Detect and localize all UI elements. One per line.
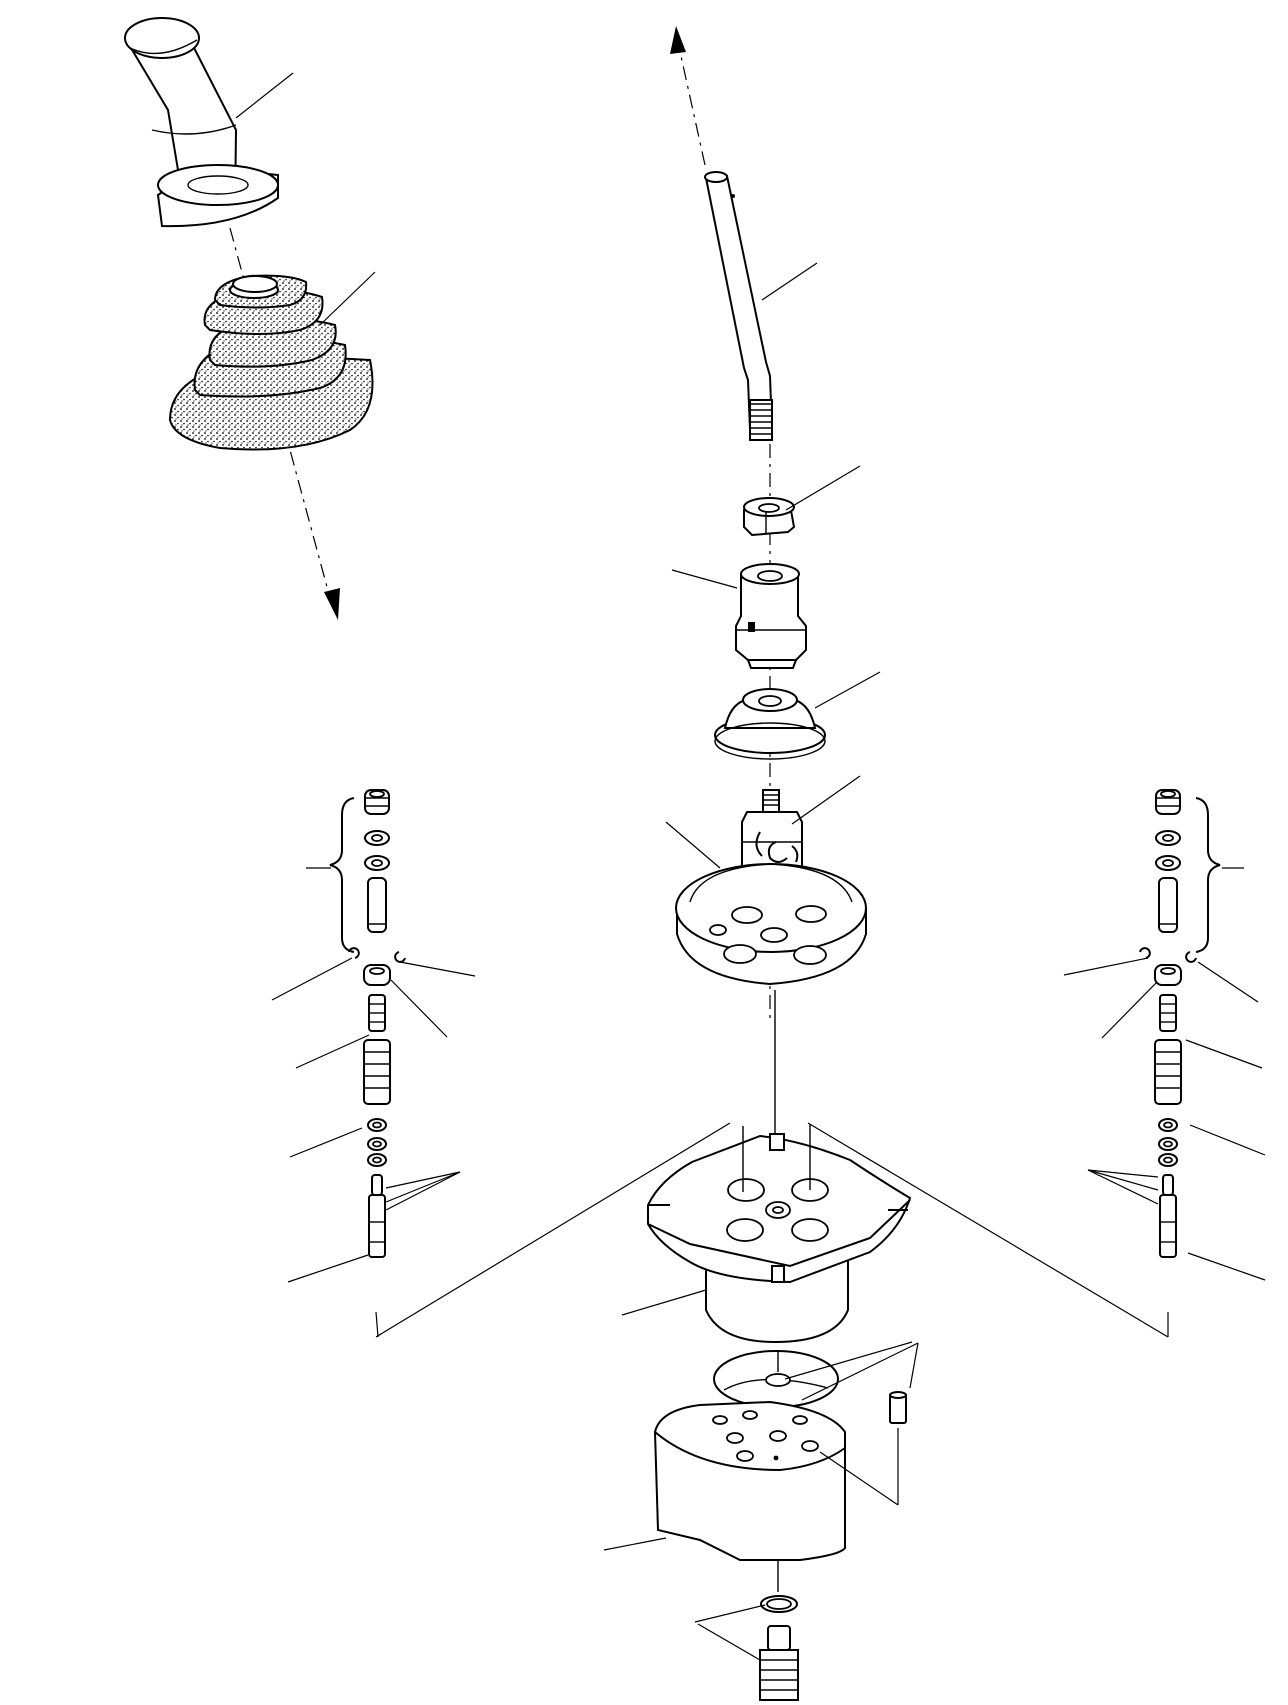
mounting-plate-icon xyxy=(647,1124,912,1344)
rubber-boot-icon xyxy=(168,274,374,451)
leader-lines xyxy=(235,72,1266,1661)
left-spool-stack-icon xyxy=(348,789,406,1258)
lever-rod-icon xyxy=(704,171,774,441)
plug-icon xyxy=(759,1595,799,1701)
lever-axis-arrow xyxy=(670,26,706,166)
valve-body-icon xyxy=(653,1400,846,1561)
gasket-icon xyxy=(713,1350,839,1408)
cam-disc-icon xyxy=(675,863,867,986)
right-bracket-icon xyxy=(1195,797,1221,953)
dust-cap-icon xyxy=(714,688,826,760)
hex-nut-icon xyxy=(743,497,796,537)
lever-grip-icon xyxy=(124,17,279,228)
collar-icon xyxy=(735,563,807,669)
dowel-pin-icon xyxy=(889,1391,907,1424)
left-bracket-icon xyxy=(329,797,355,953)
